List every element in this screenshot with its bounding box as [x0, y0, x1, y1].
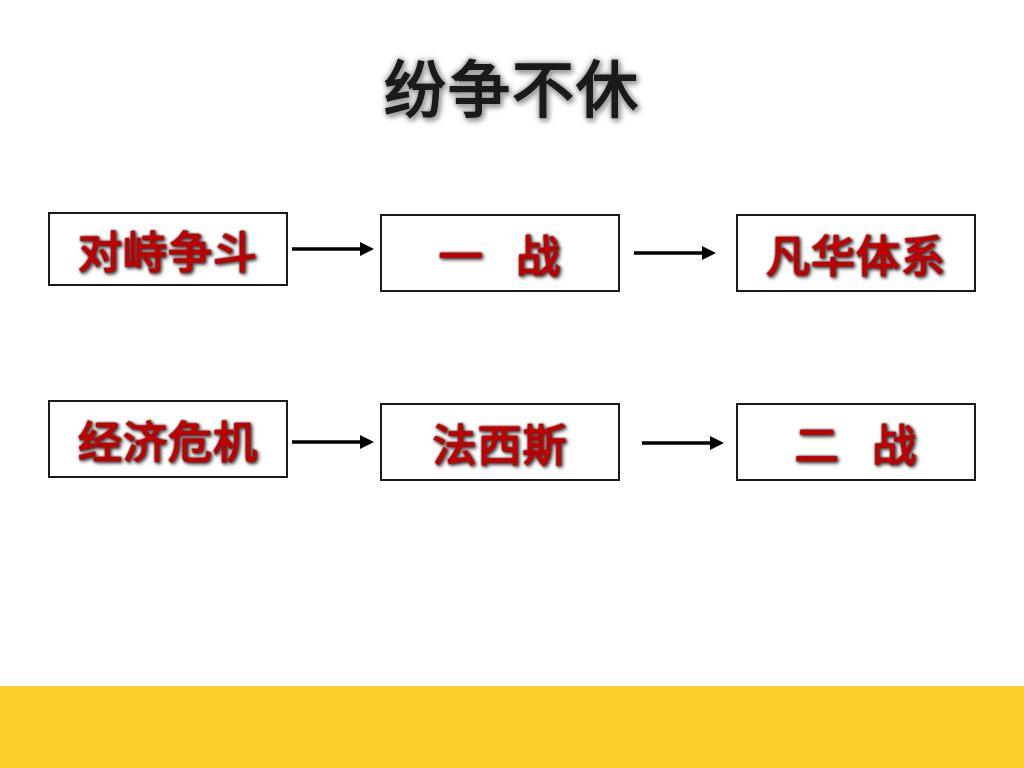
node-row1-b: 一 战	[380, 214, 620, 292]
node-row2-c-label: 二 战	[794, 421, 918, 472]
arrow-row1-a-to-b	[292, 242, 374, 256]
node-row1-b-label: 一 战	[438, 232, 562, 283]
node-row1-c-label: 凡华体系	[766, 232, 946, 283]
node-row1-a-label: 对峙争斗	[78, 228, 258, 279]
node-row2-b: 法西斯	[380, 403, 620, 481]
node-row2-b-label: 法西斯	[432, 421, 568, 472]
slide-title: 纷争不休	[383, 54, 640, 127]
node-row2-c: 二 战	[736, 403, 976, 481]
node-row1-c: 凡华体系	[736, 214, 976, 292]
node-row2-a-label: 经济危机	[78, 418, 258, 469]
arrow-row2-a-to-b	[292, 435, 374, 449]
node-row1-a: 对峙争斗	[48, 212, 288, 286]
arrow-row2-b-to-c	[642, 436, 724, 450]
footer-band	[0, 686, 1024, 768]
arrow-row1-b-to-c	[634, 246, 716, 260]
node-row2-a: 经济危机	[48, 400, 288, 478]
